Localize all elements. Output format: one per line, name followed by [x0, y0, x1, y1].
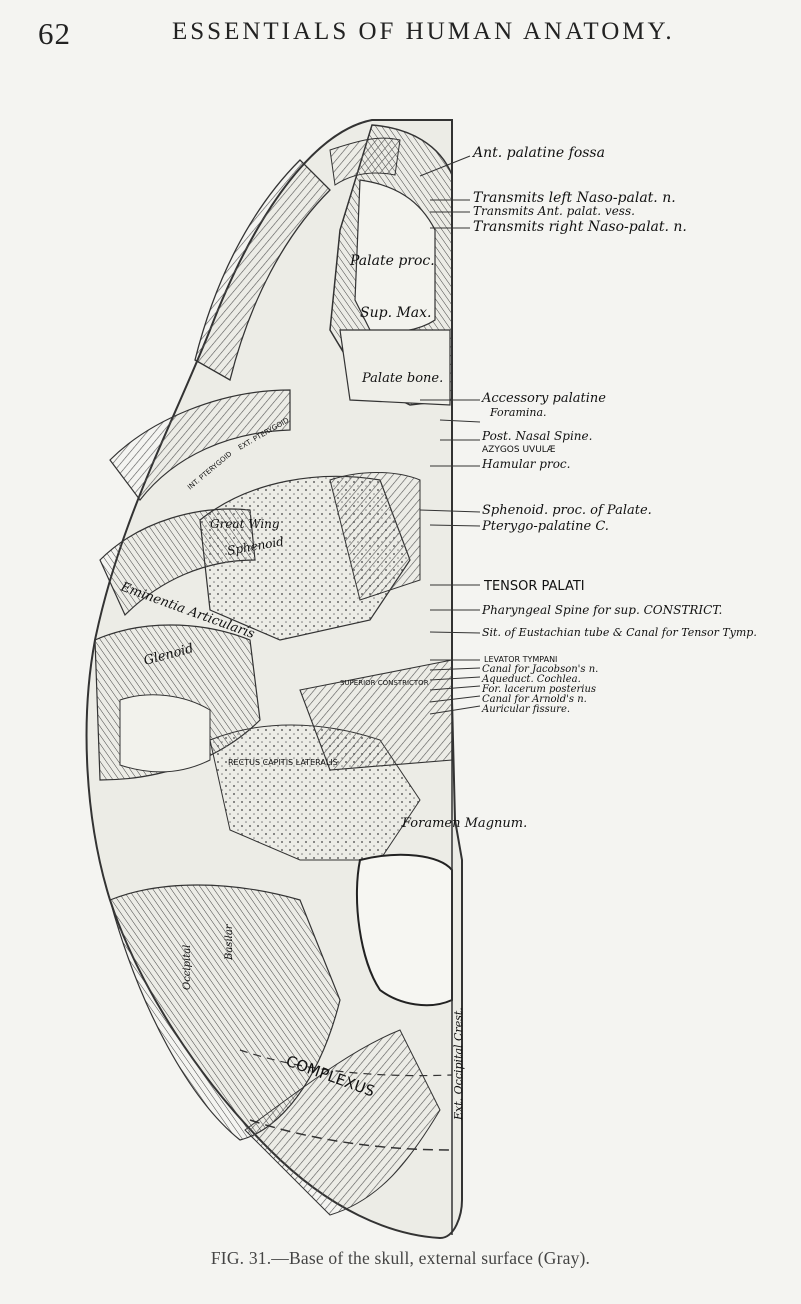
- sphenoid-region: [199, 472, 421, 641]
- leader-lines: [419, 155, 481, 715]
- maxilla-teeth: [194, 137, 401, 381]
- svg-text:For. lacerum posterius: For. lacerum posterius: [481, 684, 596, 695]
- svg-text:Pterygo-palatine C.: Pterygo-palatine C.: [481, 519, 609, 534]
- running-head: ESSENTIALS OF HUMAN ANATOMY.: [172, 18, 675, 45]
- svg-text:LEVATOR TYMPANI: LEVATOR TYMPANI: [484, 655, 557, 664]
- svg-text:Auricular fissure.: Auricular fissure.: [481, 704, 570, 715]
- svg-text:Transmits Ant. palat. vess.: Transmits Ant. palat. vess.: [473, 204, 635, 218]
- svg-text:Transmits right Naso-palat. n.: Transmits right Naso-palat. n.: [473, 219, 687, 235]
- svg-text:Foramina.: Foramina.: [489, 406, 547, 419]
- foramen-magnum: [355, 853, 453, 1007]
- svg-text:Post. Nasal Spine.: Post. Nasal Spine.: [481, 429, 592, 443]
- figure-caption: FIG. 31.—Base of the skull, external sur…: [210, 1248, 591, 1268]
- svg-text:Transmits left Naso-palat. n.: Transmits left Naso-palat. n.: [473, 190, 676, 206]
- svg-text:Hamular proc.: Hamular proc.: [481, 457, 570, 471]
- figure-labels-right: Ant. palatine fossa Transmits left Naso-…: [471, 145, 757, 715]
- occipital-region: [109, 884, 453, 1216]
- svg-text:Ext. Occipital Crest.: Ext. Occipital Crest.: [452, 1007, 465, 1121]
- svg-text:Great Wing: Great Wing: [210, 517, 280, 531]
- svg-text:Ant. palatine fossa: Ant. palatine fossa: [471, 145, 605, 161]
- palate-region: [329, 124, 453, 406]
- svg-text:Palate proc.: Palate proc.: [349, 253, 435, 269]
- page-number: 62: [38, 16, 71, 51]
- svg-text:RECTUS CAPITIS LATERALIS: RECTUS CAPITIS LATERALIS: [228, 758, 338, 767]
- svg-text:Foramen Magnum.: Foramen Magnum.: [401, 816, 527, 831]
- svg-text:Accessory palatine: Accessory palatine: [481, 391, 606, 406]
- svg-text:SUPERIOR CONSTRICTOR: SUPERIOR CONSTRICTOR: [340, 679, 429, 687]
- svg-text:Occipital: Occipital: [182, 945, 193, 990]
- svg-text:AZYGOS UVULÆ: AZYGOS UVULÆ: [482, 445, 556, 455]
- svg-text:Aqueduct. Cochlea.: Aqueduct. Cochlea.: [481, 674, 581, 685]
- svg-text:Sup. Max.: Sup. Max.: [360, 305, 432, 321]
- svg-text:Canal for Jacobson's n.: Canal for Jacobson's n.: [482, 664, 598, 675]
- svg-text:Basilar: Basilar: [224, 923, 235, 961]
- svg-text:Palate bone.: Palate bone.: [361, 371, 443, 386]
- svg-text:Sit. of Eustachian tube & Cana: Sit. of Eustachian tube & Canal for Tens…: [482, 626, 757, 639]
- page-header: 62 ESSENTIALS OF HUMAN ANATOMY.: [0, 0, 801, 70]
- svg-text:Canal for Arnold's n.: Canal for Arnold's n.: [482, 694, 587, 705]
- svg-text:TENSOR PALATI: TENSOR PALATI: [483, 579, 585, 594]
- svg-text:Pharyngeal Spine for sup. CONS: Pharyngeal Spine for sup. CONSTRICT.: [481, 603, 722, 617]
- svg-text:Sphenoid. proc. of Palate.: Sphenoid. proc. of Palate.: [482, 503, 652, 518]
